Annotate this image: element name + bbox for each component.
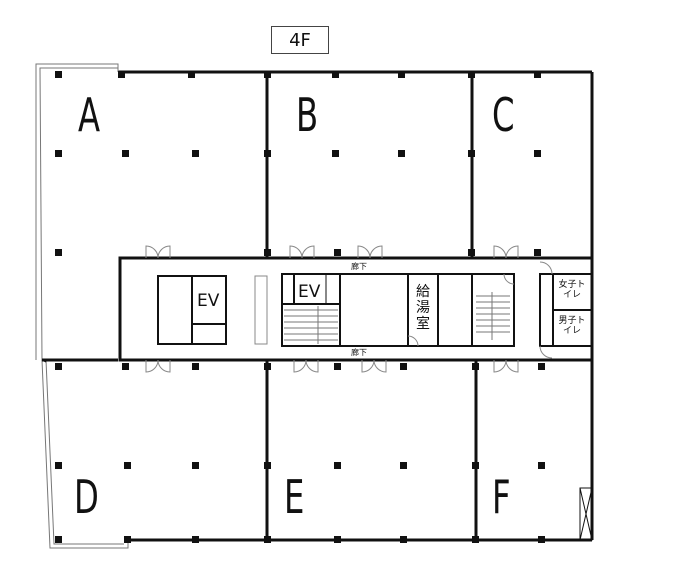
exterior-walls <box>35 63 594 549</box>
elevator-label-1: EV <box>197 291 220 311</box>
unit-label-c: C <box>492 88 515 142</box>
unit-label-e: E <box>284 470 305 524</box>
unit-label-a: A <box>78 88 101 142</box>
stairs-1 <box>284 306 338 344</box>
unit-label-b: B <box>296 88 319 142</box>
kitchenette-label: 給湯室 <box>416 284 430 333</box>
core-walls <box>118 256 594 362</box>
stairs-2 <box>476 292 510 340</box>
unit-label-f: F <box>492 470 511 524</box>
womens-toilet-label: 女子トイレ <box>558 280 586 301</box>
floor-label: 4F <box>271 26 329 54</box>
door-swings <box>145 245 553 373</box>
mens-toilet-label: 男子トイレ <box>558 316 586 337</box>
elevator-label-2: EV <box>298 282 321 302</box>
corridor-label-bottom: 廊下 <box>351 348 367 357</box>
unit-f-door <box>579 487 593 541</box>
corridor-label-top: 廊下 <box>351 262 367 271</box>
unit-label-d: D <box>74 470 99 524</box>
partition-walls <box>265 72 478 540</box>
columns <box>55 71 545 543</box>
